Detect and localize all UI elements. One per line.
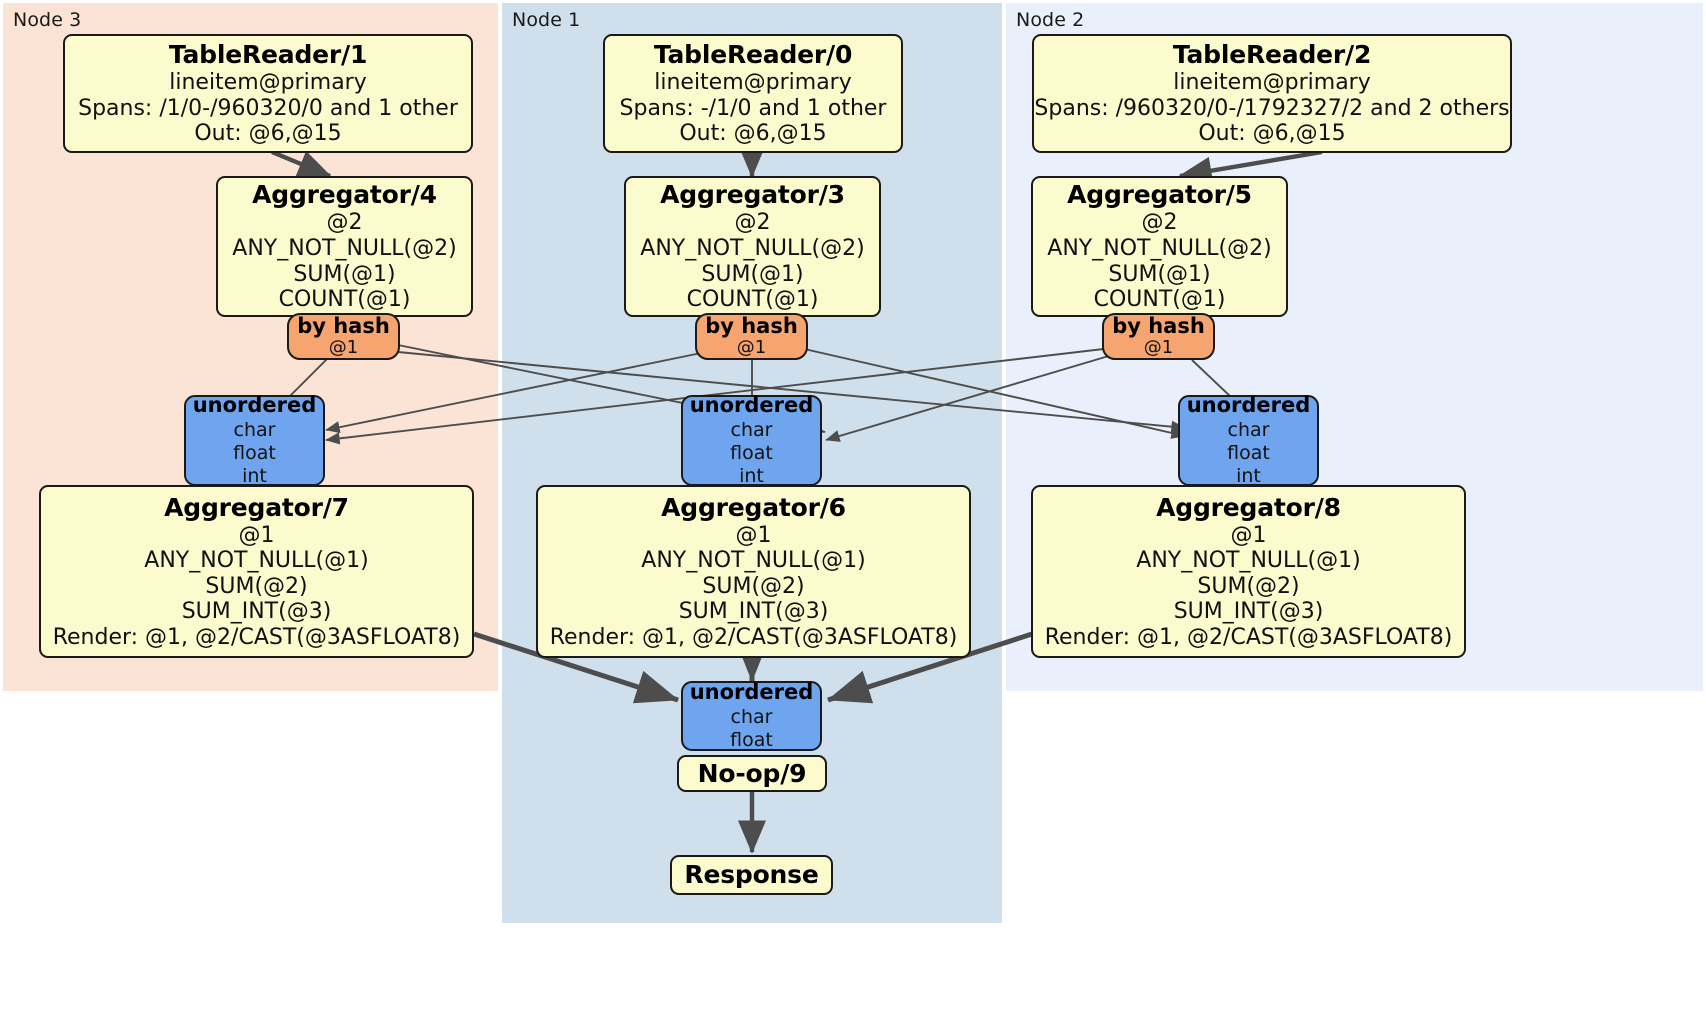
sync-unordered-7[interactable]: unordered char float int xyxy=(184,393,325,487)
processor-aggregator-5[interactable]: Aggregator/5 @2 ANY_NOT_NULL(@2) SUM(@1)… xyxy=(1031,176,1288,317)
aggregator-3-line-3: COUNT(@1) xyxy=(686,287,819,313)
router-by-hash-5-line-0: @1 xyxy=(1143,337,1174,359)
aggregator-4-line-3: COUNT(@1) xyxy=(278,287,411,313)
router-by-hash-4-title: by hash xyxy=(297,314,390,339)
sync-unordered-7-line-2: int xyxy=(242,465,267,487)
aggregator-8-line-0: @1 xyxy=(1230,522,1267,548)
sync-unordered-final[interactable]: unordered char float xyxy=(681,680,822,752)
table-reader-1-line-2: Out: @6,@15 xyxy=(194,121,342,147)
aggregator-6-line-3: SUM_INT(@3) xyxy=(678,599,829,625)
aggregator-6-line-1: ANY_NOT_NULL(@1) xyxy=(641,548,866,574)
sync-unordered-8-line-1: float xyxy=(1227,442,1270,465)
aggregator-7-title: Aggregator/7 xyxy=(164,492,349,522)
noop-9-title: No-op/9 xyxy=(697,758,807,788)
table-reader-0-line-1: Spans: -/1/0 and 1 other xyxy=(619,95,887,121)
sync-unordered-8-title: unordered xyxy=(1186,393,1311,418)
aggregator-8-title: Aggregator/8 xyxy=(1156,492,1341,522)
table-reader-0-line-0: lineitem@primary xyxy=(654,70,852,96)
response-title: Response xyxy=(684,860,819,889)
table-reader-2-line-1: Spans: /960320/0-/1792327/2 and 2 others xyxy=(1034,95,1510,121)
sync-unordered-7-line-1: float xyxy=(233,442,276,465)
processor-aggregator-7[interactable]: Aggregator/7 @1 ANY_NOT_NULL(@1) SUM(@2)… xyxy=(39,485,474,658)
sync-unordered-final-line-0: char xyxy=(730,706,773,729)
aggregator-7-line-4: Render: @1, @2/CAST(@3ASFLOAT8) xyxy=(52,624,461,650)
sync-unordered-6-title: unordered xyxy=(689,393,814,418)
aggregator-3-line-2: SUM(@1) xyxy=(701,261,804,287)
aggregator-3-title: Aggregator/3 xyxy=(660,180,845,210)
aggregator-7-line-0: @1 xyxy=(238,522,275,548)
processor-aggregator-4[interactable]: Aggregator/4 @2 ANY_NOT_NULL(@2) SUM(@1)… xyxy=(216,176,473,317)
aggregator-7-line-3: SUM_INT(@3) xyxy=(181,599,332,625)
aggregator-4-line-0: @2 xyxy=(326,210,363,236)
aggregator-8-line-4: Render: @1, @2/CAST(@3ASFLOAT8) xyxy=(1044,624,1453,650)
aggregator-5-line-2: SUM(@1) xyxy=(1108,261,1211,287)
table-reader-2-line-2: Out: @6,@15 xyxy=(1198,121,1346,147)
table-reader-2-title: TableReader/2 xyxy=(1172,40,1372,70)
aggregator-6-line-2: SUM(@2) xyxy=(702,573,805,599)
processor-aggregator-6[interactable]: Aggregator/6 @1 ANY_NOT_NULL(@1) SUM(@2)… xyxy=(536,485,971,658)
router-by-hash-3[interactable]: by hash @1 xyxy=(695,313,808,360)
table-reader-0-line-2: Out: @6,@15 xyxy=(679,121,827,147)
router-by-hash-5[interactable]: by hash @1 xyxy=(1102,313,1215,360)
aggregator-4-title: Aggregator/4 xyxy=(252,180,437,210)
aggregator-6-title: Aggregator/6 xyxy=(661,492,846,522)
sync-unordered-8[interactable]: unordered char float int xyxy=(1178,393,1319,487)
processor-aggregator-3[interactable]: Aggregator/3 @2 ANY_NOT_NULL(@2) SUM(@1)… xyxy=(624,176,881,317)
aggregator-5-line-0: @2 xyxy=(1141,210,1178,236)
processor-table-reader-1[interactable]: TableReader/1 lineitem@primary Spans: /1… xyxy=(63,34,473,153)
aggregator-6-line-0: @1 xyxy=(735,522,772,548)
aggregator-5-line-3: COUNT(@1) xyxy=(1093,287,1226,313)
table-reader-2-line-0: lineitem@primary xyxy=(1173,70,1371,96)
panel-node-2-label: Node 2 xyxy=(1016,9,1085,31)
processor-table-reader-0[interactable]: TableReader/0 lineitem@primary Spans: -/… xyxy=(603,34,903,153)
aggregator-4-line-2: SUM(@1) xyxy=(293,261,396,287)
sync-unordered-6-line-0: char xyxy=(730,419,773,442)
aggregator-8-line-1: ANY_NOT_NULL(@1) xyxy=(1136,548,1361,574)
aggregator-8-line-2: SUM(@2) xyxy=(1197,573,1300,599)
table-reader-0-title: TableReader/0 xyxy=(653,40,853,70)
aggregator-5-title: Aggregator/5 xyxy=(1067,180,1252,210)
panel-node-3-label: Node 3 xyxy=(13,9,82,31)
sync-unordered-final-title: unordered xyxy=(689,680,814,705)
table-reader-1-line-0: lineitem@primary xyxy=(169,70,367,96)
table-reader-1-title: TableReader/1 xyxy=(168,40,368,70)
aggregator-5-line-1: ANY_NOT_NULL(@2) xyxy=(1047,235,1272,261)
aggregator-3-line-1: ANY_NOT_NULL(@2) xyxy=(640,235,865,261)
sync-unordered-final-line-1: float xyxy=(730,729,773,752)
sync-unordered-6[interactable]: unordered char float int xyxy=(681,393,822,487)
router-by-hash-3-line-0: @1 xyxy=(736,337,767,359)
panel-node-1-label: Node 1 xyxy=(512,9,581,31)
sync-unordered-7-title: unordered xyxy=(192,393,317,418)
sync-unordered-8-line-2: int xyxy=(1236,465,1261,487)
router-by-hash-4-line-0: @1 xyxy=(328,337,359,359)
aggregator-4-line-1: ANY_NOT_NULL(@2) xyxy=(232,235,457,261)
processor-table-reader-2[interactable]: TableReader/2 lineitem@primary Spans: /9… xyxy=(1032,34,1512,153)
sync-unordered-6-line-1: float xyxy=(730,442,773,465)
aggregator-3-line-0: @2 xyxy=(734,210,771,236)
router-by-hash-5-title: by hash xyxy=(1112,314,1205,339)
aggregator-6-line-4: Render: @1, @2/CAST(@3ASFLOAT8) xyxy=(549,624,958,650)
aggregator-8-line-3: SUM_INT(@3) xyxy=(1173,599,1324,625)
processor-response[interactable]: Response xyxy=(670,855,833,895)
sync-unordered-8-line-0: char xyxy=(1227,419,1270,442)
sync-unordered-6-line-2: int xyxy=(739,465,764,487)
router-by-hash-3-title: by hash xyxy=(705,314,798,339)
aggregator-7-line-1: ANY_NOT_NULL(@1) xyxy=(144,548,369,574)
aggregator-7-line-2: SUM(@2) xyxy=(205,573,308,599)
processor-noop-9[interactable]: No-op/9 xyxy=(677,755,827,792)
table-reader-1-line-1: Spans: /1/0-/960320/0 and 1 other xyxy=(78,95,458,121)
router-by-hash-4[interactable]: by hash @1 xyxy=(287,313,400,360)
processor-aggregator-8[interactable]: Aggregator/8 @1 ANY_NOT_NULL(@1) SUM(@2)… xyxy=(1031,485,1466,658)
sync-unordered-7-line-0: char xyxy=(233,419,276,442)
